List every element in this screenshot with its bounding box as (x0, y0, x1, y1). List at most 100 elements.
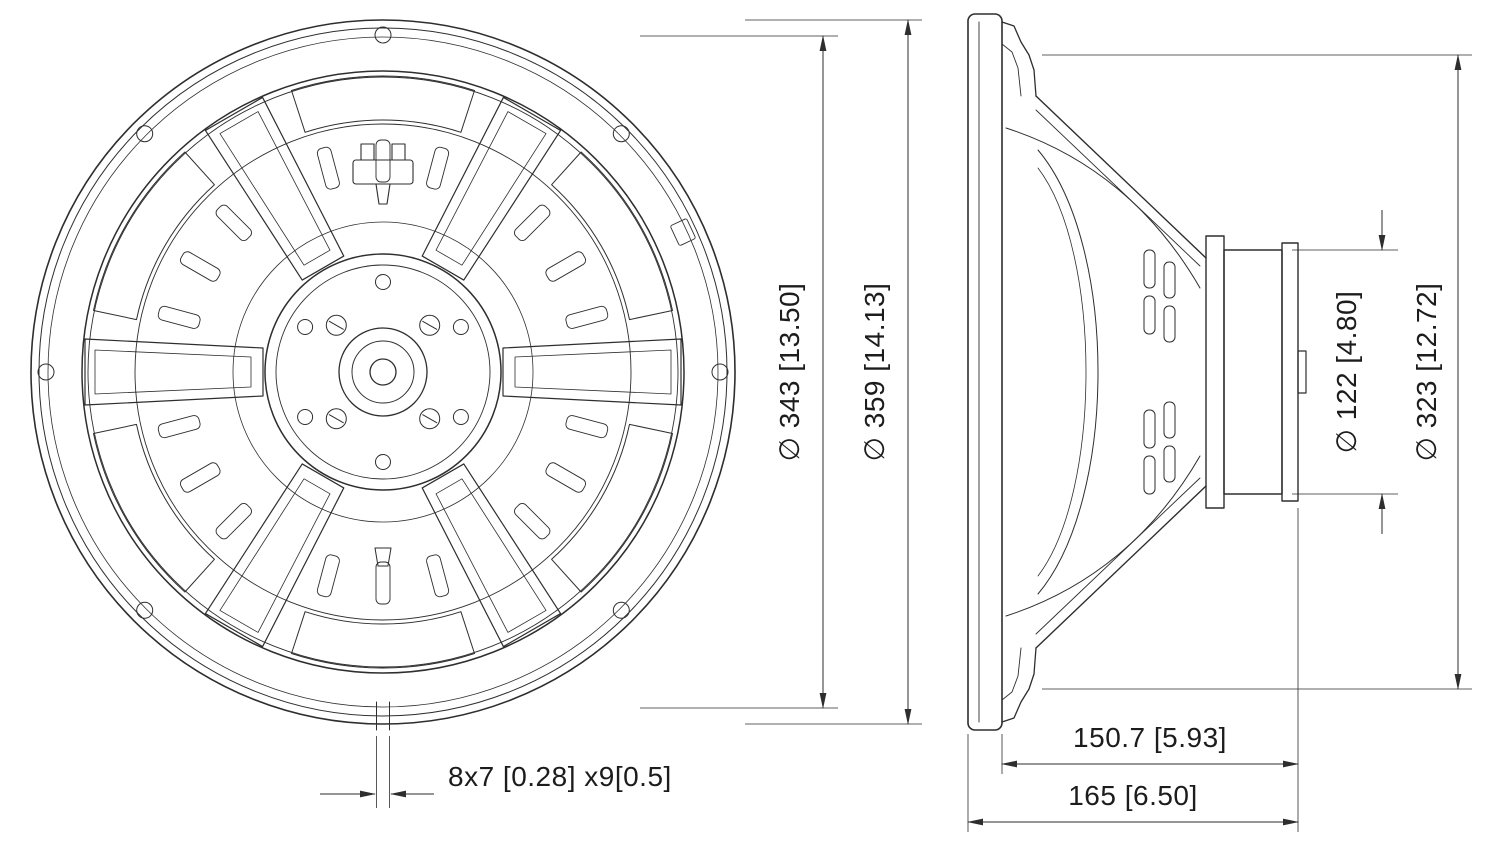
rim-step-bottom-inner (1001, 647, 1022, 701)
flange-outer-ring (30, 19, 736, 725)
dim-text-150-7: 150.7 [5.93] (1073, 722, 1227, 753)
vent-slot (1143, 409, 1156, 449)
rim-detail (670, 218, 696, 246)
spoke (421, 96, 562, 281)
basket-outer-ring-inner (87, 76, 679, 668)
vent-slot (316, 146, 340, 190)
hub-hole (452, 319, 469, 335)
dim-text-323: ∅ 323 [12.72] (1411, 283, 1442, 462)
hub-outer-ring (232, 221, 534, 523)
basket-window (291, 75, 475, 133)
vent-slot (375, 561, 391, 605)
screw (419, 408, 441, 430)
front-view (30, 19, 736, 731)
basket-window (551, 423, 673, 593)
basket-window (291, 611, 475, 669)
vent-slot (426, 146, 450, 190)
cone-curve-top (1005, 127, 1201, 289)
front-plate (1205, 235, 1225, 509)
vent-slot (1163, 261, 1176, 299)
rim-detail-rect (670, 218, 696, 246)
rim-step-top (1001, 21, 1037, 97)
magnet (1223, 249, 1283, 495)
dimension-magnet-diameter: ∅ 122 [4.80] (1292, 210, 1398, 534)
vent-slot (375, 139, 391, 183)
vent-slot (215, 503, 252, 540)
vent-slot (426, 554, 450, 598)
terminal-tab-left (360, 143, 375, 161)
dim-text-slot: 8x7 [0.28] x9[0.5] (448, 761, 672, 792)
screw (325, 314, 347, 336)
dimension-bolt-circle: ∅ 343 [13.50] (640, 35, 838, 709)
vent-slot (1143, 455, 1156, 495)
vent-slot (565, 305, 609, 329)
vent-slot (1163, 305, 1176, 343)
vent-slot (157, 305, 201, 329)
terminal-tail (375, 183, 391, 205)
dimension-overall-depth: 165 [6.50] (967, 734, 1299, 832)
dim-text-122: ∅ 122 [4.80] (1331, 291, 1362, 454)
back-plate (1281, 242, 1299, 502)
vent-slot (545, 462, 587, 493)
vent-slot (157, 415, 201, 439)
dim-text-165: 165 [6.50] (1068, 780, 1198, 811)
vent-slot (179, 251, 221, 282)
vent-slot (514, 503, 551, 540)
dimension-basket-diameter: ∅ 323 [12.72] (1042, 54, 1472, 690)
vent-slot (316, 554, 340, 598)
hub-hole (452, 409, 469, 425)
terminal-block (352, 143, 414, 205)
basket-slant-top (1035, 95, 1207, 259)
rim-step-top-inner (1001, 43, 1022, 97)
rim-step-bottom (1001, 647, 1037, 723)
vent-slot (1143, 249, 1156, 289)
hub-hole (375, 454, 391, 470)
basket-slant-bottom (1035, 485, 1207, 649)
basket-slant-bottom-inner (1035, 477, 1201, 635)
vent-hole (369, 358, 397, 386)
magnet-assembly (1205, 235, 1307, 509)
cone-neck-inner (1037, 167, 1087, 577)
hub-hole (297, 319, 314, 335)
mounting-hole (612, 601, 630, 619)
vent-slot (1163, 401, 1176, 439)
basket-slant-top-inner (1035, 109, 1201, 267)
vent-slot (1143, 295, 1156, 335)
spoke (204, 463, 345, 648)
vent-slot (179, 462, 221, 493)
dimension-mounting-slot: 8x7 [0.28] x9[0.5] (320, 736, 672, 808)
screw (325, 408, 347, 430)
dimension-depth-behind-flange: 150.7 [5.93] (1001, 508, 1299, 774)
side-vent-slots (1143, 249, 1176, 495)
spoke (84, 338, 264, 406)
mounting-hole (136, 125, 154, 143)
cone-curve-bottom (1005, 455, 1201, 617)
window-inner-ring (134, 123, 632, 621)
basket-window (93, 423, 215, 593)
basket-window (551, 151, 673, 321)
spoke (421, 463, 562, 648)
cone-neck-outer (1037, 149, 1099, 595)
hub-hole (375, 274, 391, 290)
mounting-hole (374, 26, 392, 44)
mounting-hole (37, 363, 55, 381)
pole-bump (1297, 350, 1307, 394)
mounting-slot-feature (376, 701, 390, 731)
magnet-edge-ring (264, 253, 502, 491)
mounting-hole (612, 125, 630, 143)
dimension-overall-diameter: ∅ 359 [14.13] (745, 19, 922, 725)
front-view-generated (37, 26, 729, 669)
dim-text-343: ∅ 343 [13.50] (774, 283, 805, 462)
pole-ring (338, 327, 428, 417)
vent-slot (215, 204, 252, 241)
pole-inner-ring (351, 340, 415, 404)
side-view (967, 13, 1307, 731)
bottom-bracket (374, 547, 392, 567)
mounting-hole (711, 363, 729, 381)
vent-slot (545, 251, 587, 282)
magnet-inner-ring (275, 264, 491, 480)
screw (419, 314, 441, 336)
gasket-ring (47, 36, 719, 708)
